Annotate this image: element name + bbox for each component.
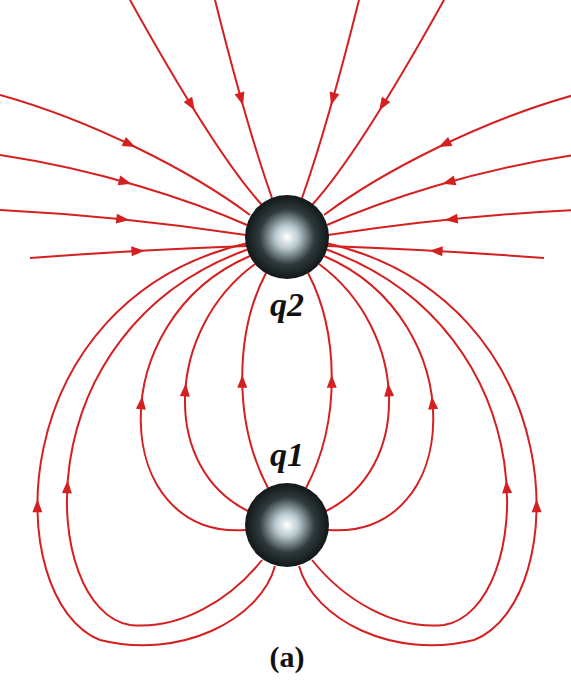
arrowhead — [184, 97, 199, 113]
arrowhead — [32, 499, 42, 512]
field-line — [242, 273, 268, 488]
field-line — [37, 243, 275, 645]
field-line — [312, 249, 507, 626]
figure-caption-label: (a) — [267, 642, 308, 672]
arrowhead — [136, 396, 147, 410]
arrowhead — [383, 383, 394, 397]
arrowhead — [441, 176, 456, 189]
arrowhead — [375, 97, 390, 113]
arrowhead — [122, 137, 138, 152]
field-line — [0, 95, 250, 215]
field-line — [0, 210, 246, 235]
field-line — [0, 155, 247, 225]
charge-label: q1 — [267, 438, 307, 472]
field-line — [67, 249, 262, 626]
arrowhead — [532, 499, 542, 512]
arrowhead — [427, 396, 438, 410]
field-line — [312, 0, 444, 205]
arrowhead — [62, 480, 73, 494]
field-line — [302, 0, 359, 198]
field-line — [306, 273, 332, 488]
arrowhead — [326, 92, 339, 107]
field-line — [299, 243, 537, 645]
field-line — [141, 256, 250, 530]
charge-q1-sphere — [245, 483, 329, 567]
field-line — [327, 155, 571, 225]
arrowhead — [501, 480, 512, 494]
arrowhead — [116, 214, 130, 225]
arrowhead — [429, 246, 443, 257]
field-line — [185, 264, 255, 512]
arrowhead — [235, 92, 248, 107]
field-line — [130, 0, 262, 205]
arrowhead — [131, 246, 145, 257]
field-line — [328, 210, 571, 235]
arrowhead — [436, 137, 452, 152]
arrowhead — [444, 214, 458, 225]
arrowhead — [180, 383, 191, 397]
field-line — [215, 0, 272, 198]
field-line — [324, 95, 571, 215]
arrowhead — [237, 375, 247, 388]
charge-q2-sphere — [245, 195, 329, 279]
field-line — [324, 256, 433, 530]
arrowhead — [118, 176, 133, 189]
field-line — [319, 264, 389, 512]
charge-label: q2 — [267, 288, 307, 322]
arrowhead — [327, 375, 337, 388]
